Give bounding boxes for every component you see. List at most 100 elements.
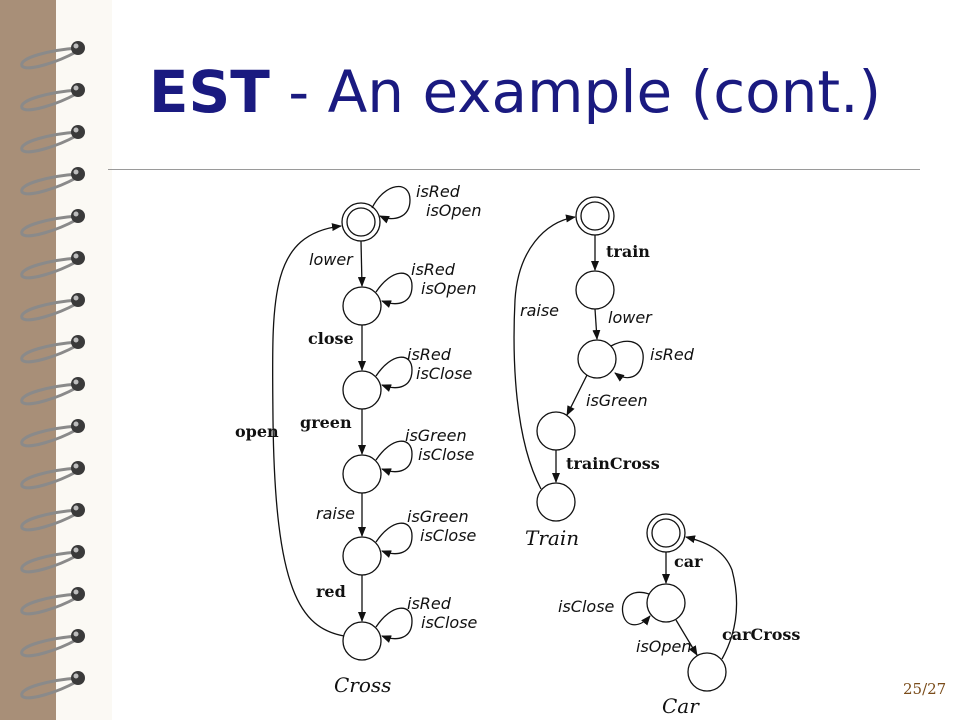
car-machine-name: Car [662,694,700,718]
car-edge-carcross [685,535,738,660]
spiral-ring [20,256,79,280]
cross-label-lower: lower [309,250,354,269]
spiral-ring [20,382,79,406]
spiral-rings [20,41,85,700]
train-edge-isgreen [566,374,588,416]
cross-state-6 [342,621,382,661]
cross-machine-name: Cross [334,673,391,697]
cross-label-loop3-a: isRed [407,345,452,364]
cross-label-green: green [300,413,352,432]
binding-hole-highlight [73,43,79,49]
spiral-ring [20,340,79,364]
train-label-traincross: trainCross [566,454,660,473]
car-loop [621,591,651,626]
train-machine-name: Train [525,526,579,550]
cross-label-red: red [316,582,346,601]
spiral-ring [20,172,79,196]
spiral-ring [20,676,79,700]
spiral-ring [20,634,79,658]
car-label-isopen: isOpen [636,637,692,656]
title-rest: - An example (cont.) [269,58,882,126]
train-label-isgreen: isGreen [586,391,648,410]
cross-label-close: close [308,329,354,348]
car-state-3 [687,652,727,692]
train-label-train: train [606,242,650,261]
train-edge-lower [592,308,601,340]
train-state-3 [577,339,617,379]
train-state-2 [575,270,615,310]
page-number: 25/27 [903,680,947,698]
binding-hole-highlight [73,547,79,553]
cross-label-loop1-a: isRed [416,182,461,201]
spiral-ring [20,88,79,112]
binding-hole-highlight [73,421,79,427]
cross-label-loop2-b: isOpen [421,279,477,298]
car-label-loop: isClose [558,597,615,616]
binding-hole-highlight [73,169,79,175]
spiral-ring [20,508,79,532]
title-est: EST [148,58,270,126]
cross-label-loop6-a: isRed [407,594,452,613]
cross-machine [271,185,413,661]
cross-edge-lower [357,240,366,287]
cross-label-loop1-b: isOpen [426,201,482,220]
binding-hole-highlight [73,589,79,595]
spiral-ring [20,550,79,574]
train-machine [513,196,644,522]
cross-edge-open [271,223,345,637]
title-divider [108,169,920,170]
spiral-ring [20,592,79,616]
cross-loop-3 [375,356,413,392]
cross-state-5 [342,536,382,576]
car-state-2 [646,583,686,623]
train-label-loop: isRed [650,345,695,364]
binding-hole-highlight [73,85,79,91]
cross-loop-6 [375,607,413,643]
cross-state-3 [342,370,382,410]
binding-hole-highlight [73,505,79,511]
binding-hole-highlight [73,673,79,679]
spiral-ring [20,424,79,448]
binding-hole-highlight [73,253,79,259]
train-initial-state-outer [575,196,615,236]
train-initial-state [580,201,610,231]
car-edge-isopen [675,619,698,656]
binding-page-edge [56,0,112,720]
cross-label-raise: raise [316,504,355,523]
car-initial-state-outer [646,513,686,553]
cross-state-2 [342,286,382,326]
slide-title: EST - An example (cont.) [0,58,960,126]
cross-loop-2 [375,272,413,308]
cross-label-open: open [235,422,279,441]
spiral-ring [20,46,79,70]
spiral-ring [20,130,79,154]
cross-label-loop4-b: isClose [418,445,475,464]
cross-label-loop2-a: isRed [411,260,456,279]
train-edge-raise [513,214,576,490]
cross-label-loop5-b: isClose [420,526,477,545]
spiral-ring [20,466,79,490]
car-machine [621,513,738,692]
cross-label-loop5-a: isGreen [407,507,469,526]
binding-hole-highlight [73,127,79,133]
cross-label-loop3-b: isClose [416,364,473,383]
binding-hole-highlight [73,211,79,217]
car-initial-state [651,518,681,548]
cross-initial-state-outer [341,202,381,242]
binding-hole-highlight [73,379,79,385]
train-label-raise: raise [520,301,559,320]
spiral-ring [20,214,79,238]
spiral-ring [20,298,79,322]
car-label-carcross: carCross [722,625,800,644]
binding-hole-highlight [73,463,79,469]
cross-loop-1 [371,185,411,224]
cross-label-loop6-b: isClose [421,613,478,632]
cross-state-4 [342,454,382,494]
binding-hole-highlight [73,631,79,637]
cross-loop-4 [375,440,413,476]
train-loop [610,340,644,382]
binding-hole-highlight [73,337,79,343]
train-state-4 [536,411,576,451]
cross-loop-5 [375,522,413,558]
